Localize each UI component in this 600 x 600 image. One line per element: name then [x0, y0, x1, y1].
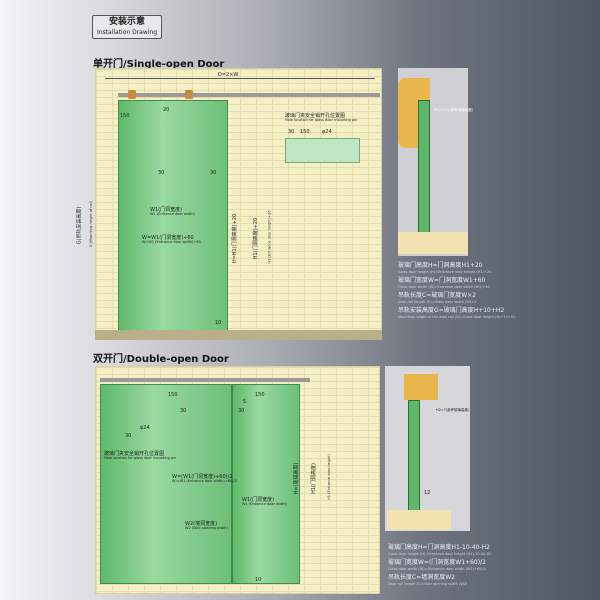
roller-1	[128, 90, 136, 99]
single-door-title: 单开门/Single-open Door	[93, 59, 225, 70]
double-track-section	[404, 374, 438, 400]
dim-w: W=(W1(门洞宽度)+60)/2	[172, 474, 233, 480]
dim-h: H=(玻璃高度)	[293, 462, 300, 495]
note-zh: 吊轨安装高度G=玻璃门高度H+10+H2	[398, 307, 505, 314]
hole-label: 玻璃门夹安全销开孔位置图	[285, 113, 346, 119]
dim-w-en: W=(W1 (Entrance door width)+60)/2	[172, 479, 237, 483]
dim-w2: W2(墙洞宽度)	[185, 521, 218, 527]
hole-label: 玻璃门夹安全销开孔位置图	[104, 451, 165, 457]
note-en: Door rail length (C)=Wall opening width …	[388, 582, 468, 586]
dim-h1-en: H1 (Entrance door height)+20	[267, 210, 272, 264]
dim-top: D=2×W	[218, 72, 239, 78]
dim-w2-en: W2 (Wall opening width)	[185, 526, 228, 530]
dim-30b: 30	[210, 170, 217, 176]
single-rail	[118, 93, 380, 97]
hole-label-en: Hole location for glass door mounting pi…	[285, 118, 358, 122]
dim-10: 10	[215, 320, 222, 326]
double-rail	[100, 378, 310, 382]
note-zh: 玻璃门高度H=门洞高度H1-10-40-H2	[388, 544, 490, 551]
dim-5: 5	[243, 399, 247, 405]
note-en: Glass door height (H)=Entrance door heig…	[398, 270, 492, 274]
double-detail-label: H2=?(参考玻璃高度)	[436, 408, 470, 412]
dim-150a: 150	[168, 392, 178, 398]
note-zh: 吊轨长度C=玻璃门宽度W×2	[398, 292, 476, 299]
dim-150: 150	[120, 113, 130, 119]
floor	[95, 330, 382, 340]
hole-30: 30	[125, 433, 132, 439]
note-en: Glass door width (W)=(Entrance door widt…	[388, 567, 487, 571]
dim-12: 12	[424, 490, 431, 496]
double-glass-section	[408, 400, 420, 515]
single-glass-door	[118, 100, 228, 332]
hole-150: 150	[300, 129, 310, 135]
dim-w1-en: W1 (Entrance door width)	[242, 502, 288, 506]
dim-10: 10	[255, 577, 262, 583]
dim-w1-en: W1 (Entrance door width)	[150, 212, 196, 216]
dim-w1: W1(门洞宽度)	[242, 497, 275, 503]
double-glass-left	[100, 384, 232, 584]
dim-30a: 30	[158, 170, 165, 176]
dim-w-en: W=W1 (Entrance door width)+60	[142, 240, 201, 244]
dim-w1: W1(门洞宽度)	[150, 207, 183, 213]
note-en: Door rail length (C)=Glass door width (W…	[398, 300, 477, 304]
hole-30: 30	[288, 129, 295, 135]
dim-g: G(吊轨安装高度)	[76, 206, 83, 245]
note-en: Mounting height of the door rail (G)=Gla…	[398, 315, 516, 319]
title-zh: 安装示意	[108, 17, 145, 27]
dim-w: W=W1(门洞宽度)+60	[142, 235, 194, 241]
double-glass-right	[232, 384, 300, 584]
note-zh: 玻璃门宽度W=(门洞宽度W1+60)/2	[388, 559, 486, 566]
title-en: Installation Drawing	[96, 29, 158, 36]
note-zh: 玻璃门宽度W=门洞宽度W1+60	[398, 277, 486, 284]
hole-phi: φ24	[140, 425, 150, 431]
note-en: Glass door width (W)=Entrance door width…	[398, 285, 490, 289]
note-zh: 吊轨长度C=墙洞宽度W2	[388, 574, 455, 581]
dim-30a: 30	[180, 408, 187, 414]
dim-20: 20	[163, 107, 170, 113]
title-box: 安装示意 Installation Drawing	[92, 15, 162, 39]
hole-label-en: Hole location for glass door mounting pi…	[104, 456, 177, 460]
hole-box	[285, 138, 360, 163]
single-detail-floor	[398, 232, 468, 254]
dim-line	[105, 78, 375, 79]
double-detail-floor	[387, 510, 451, 530]
hole-phi: φ24	[322, 129, 332, 135]
roller-2	[185, 90, 193, 99]
dim-150b: 150	[255, 392, 265, 398]
dim-30b: 30	[238, 408, 245, 414]
note-en: Glass door height (H)=Entrance door heig…	[388, 552, 492, 556]
dim-h1: H1(门洞高度)+20	[253, 217, 260, 260]
dim-h: H=H1(门洞高度)+20	[232, 213, 239, 264]
single-detail-label: R0=0.15(参考玻璃高度)	[434, 108, 474, 112]
dim-h1-en: H1 (Entrance door height)	[326, 454, 331, 500]
dim-h1: H1(门洞高度)	[310, 463, 317, 494]
single-glass-section	[418, 100, 430, 240]
dim-g-en: G (Mounting height of rail)	[89, 200, 94, 248]
double-door-title: 双开门/Double-open Door	[93, 354, 229, 365]
note-zh: 玻璃门高度H=门洞高度H1+20	[398, 262, 483, 269]
